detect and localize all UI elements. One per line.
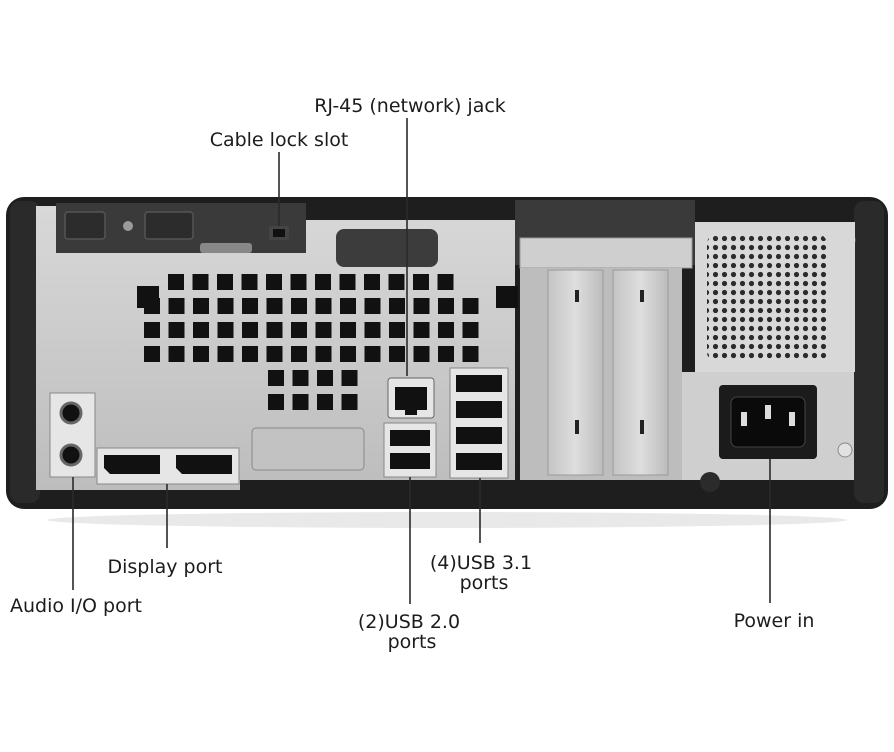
blank-cover (251, 427, 365, 471)
vent-hole (317, 370, 333, 386)
vent-hole (389, 298, 405, 314)
vent-hole (462, 298, 479, 314)
vent-hole (462, 322, 479, 338)
cable-lock-slot (269, 226, 289, 240)
usb-port-icon (456, 401, 502, 418)
expansion-slots (515, 200, 856, 480)
audio-jack-icon (59, 443, 83, 467)
vent-hole (341, 370, 358, 386)
vent-hole (268, 394, 284, 410)
vent-hole (193, 298, 209, 314)
usb31-ports (449, 367, 509, 479)
vent-hole (290, 274, 307, 290)
vent-hole (413, 274, 429, 290)
vent-hole (315, 346, 332, 362)
vent-hole (389, 322, 405, 338)
vent-hole (413, 346, 430, 362)
vent-hole (168, 322, 185, 338)
usb-port-icon (456, 453, 502, 470)
vent-hole (291, 322, 307, 338)
vent-hole (266, 298, 283, 314)
vent-hole (217, 346, 234, 362)
audio-label: Audio I/O port (10, 595, 142, 617)
usb-port-icon (456, 427, 502, 444)
vent-hole (413, 298, 430, 314)
vent-hole (144, 322, 160, 338)
display-ports (96, 447, 240, 485)
vent-hole (292, 370, 309, 386)
vent-hole (496, 286, 518, 308)
usb20-ports (383, 422, 437, 478)
vent-hole (340, 298, 356, 314)
vent-hole (438, 322, 454, 338)
usb20-label: (2)USB 2.0 ports (358, 611, 466, 653)
vent-hole (437, 274, 454, 290)
vent-hole (315, 298, 332, 314)
vent-hole (266, 346, 283, 362)
vent-hole (462, 346, 479, 362)
screw-icon (837, 442, 853, 458)
vent-hole (241, 274, 258, 290)
usb31-label: (4)USB 3.1 ports (430, 552, 538, 594)
vent-hole (364, 298, 381, 314)
vent-hole (389, 346, 405, 362)
vent-hole (438, 346, 454, 362)
cable-lock-label: Cable lock slot (210, 129, 349, 151)
vent-hole (340, 322, 356, 338)
vent-hole (364, 346, 381, 362)
leader-lines (72, 118, 771, 604)
vent-hole (268, 370, 284, 386)
vent-hole (364, 322, 381, 338)
vent-hole (217, 322, 234, 338)
displayport-icon (104, 455, 160, 474)
vent-hole (217, 274, 233, 290)
vent-hole (242, 298, 258, 314)
power-supply (682, 222, 855, 492)
power-label: Power in (734, 610, 815, 632)
vent-hole (266, 274, 282, 290)
rj45-label: RJ-45 (network) jack (314, 95, 506, 117)
vent-hole (413, 322, 430, 338)
displayport-icon (176, 455, 232, 474)
vent-hole (388, 274, 405, 290)
vent-hole (168, 298, 185, 314)
audio-ports (49, 392, 96, 478)
usb-port-icon (456, 375, 502, 392)
vent-hole (315, 274, 331, 290)
vent-hole (242, 322, 258, 338)
lock-slot-icon (273, 229, 285, 237)
vent-hole (364, 274, 380, 290)
usb-port-icon (390, 453, 430, 469)
vent-hole (339, 274, 356, 290)
vent-grid (137, 274, 518, 410)
vent-hole (144, 346, 160, 362)
vent-hole (193, 322, 209, 338)
audio-jack-icon (59, 401, 83, 425)
usb-port-icon (390, 430, 430, 446)
vent-hole (340, 346, 356, 362)
vent-hole (291, 298, 307, 314)
vent-hole (317, 394, 333, 410)
vent-hole (438, 298, 454, 314)
vent-hole (193, 346, 209, 362)
vent-hole (291, 346, 307, 362)
vent-hole (137, 286, 159, 308)
vent-hole (168, 274, 184, 290)
vent-hole (192, 274, 209, 290)
vent-hole (315, 322, 332, 338)
ethernet-port-icon (395, 387, 427, 410)
vent-hole (168, 346, 185, 362)
display-port-label: Display port (107, 556, 222, 578)
vent-hole (266, 322, 283, 338)
vent-hole (292, 394, 309, 410)
vent-hole (217, 298, 234, 314)
vent-hole (242, 346, 258, 362)
vent-hole (341, 394, 358, 410)
rj45-port (387, 377, 435, 419)
